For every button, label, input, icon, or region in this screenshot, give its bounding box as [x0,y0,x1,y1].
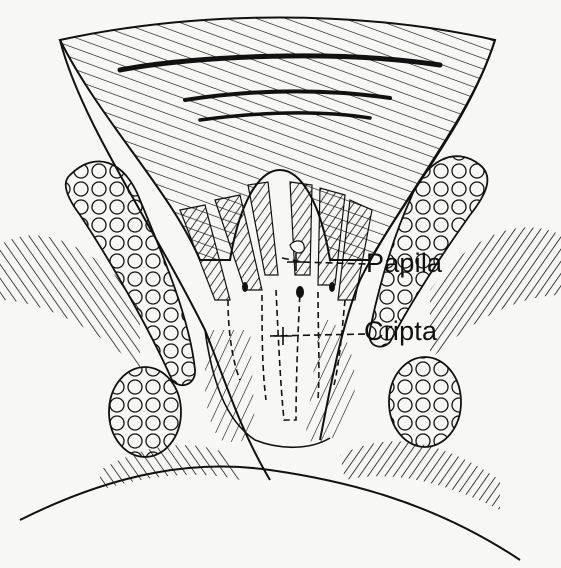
surrounding-tissue [0,227,561,510]
label-papila: Papila [366,248,442,279]
lower-canal [205,320,355,447]
label-cripta: Cripta [364,316,437,347]
